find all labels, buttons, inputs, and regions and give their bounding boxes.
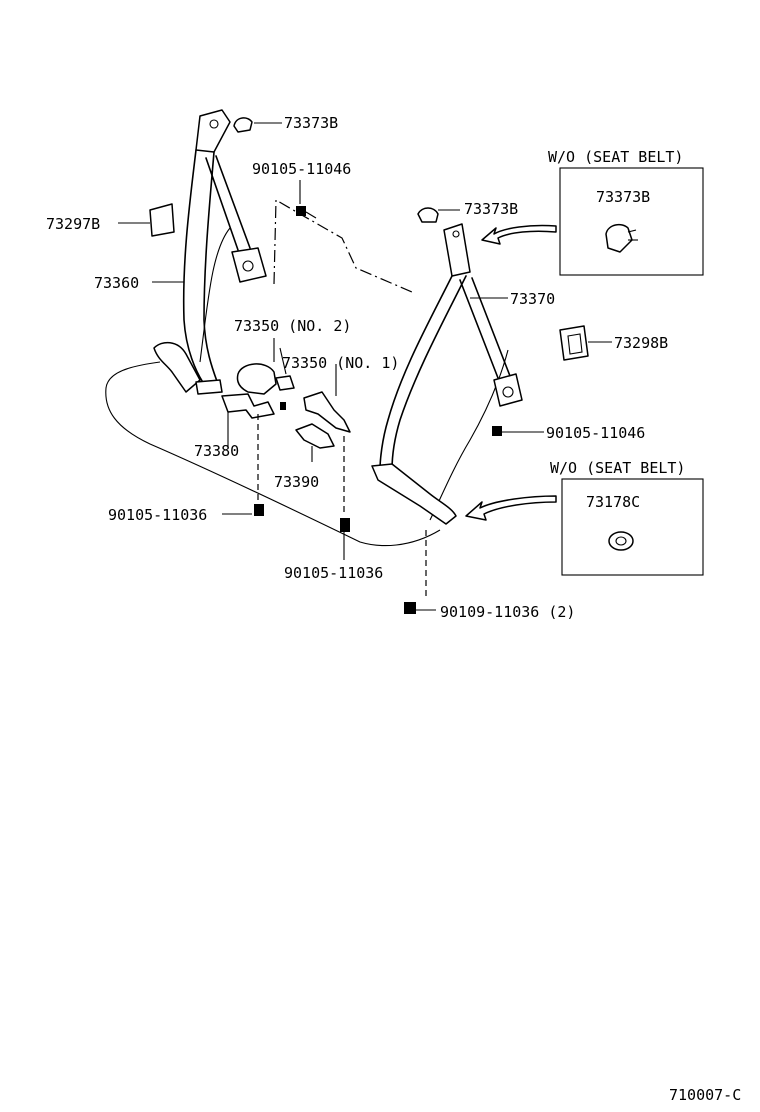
bolt-90109-11036	[404, 602, 436, 614]
label-90109-11036: 90109-11036 (2)	[440, 603, 575, 621]
buckle-73380	[221, 393, 286, 448]
buckle-73350-no2	[236, 338, 295, 395]
label-73380: 73380	[194, 442, 239, 460]
box2-title: W/O (SEAT BELT)	[550, 459, 685, 477]
box2-part: 73178C	[586, 493, 640, 511]
seat-belt-73370	[371, 223, 523, 525]
cover-73297b	[149, 203, 175, 237]
footer-code: 710007-C	[669, 1086, 741, 1104]
clip-73373b-top	[233, 117, 253, 133]
bolt-90105-11036-bottom	[340, 518, 350, 560]
buckle-73390	[295, 423, 335, 462]
label-73370: 73370	[510, 290, 555, 308]
label-73350-no2: 73350 (NO. 2)	[234, 317, 351, 335]
label-90105-11046-top: 90105-11046	[252, 160, 351, 178]
box1-title: W/O (SEAT BELT)	[548, 148, 683, 166]
label-90105-11046-right: 90105-11046	[546, 424, 645, 442]
label-73373b-mid: 73373B	[464, 200, 518, 218]
bolt-90105-11036-left	[222, 504, 264, 516]
cover-73298b	[559, 325, 589, 361]
clip-73373b-mid	[417, 207, 439, 223]
arrow-box2	[465, 495, 557, 521]
label-73298b: 73298B	[614, 334, 668, 352]
box-wo-seat-belt-2	[561, 478, 704, 576]
seat-cushion-outline	[105, 361, 441, 547]
cap-73178c	[608, 531, 634, 551]
clip-73373b-boxed	[605, 223, 633, 253]
leader-line-dashdot	[273, 198, 413, 293]
label-73373b-top: 73373B	[284, 114, 338, 132]
box-wo-seat-belt-1	[559, 167, 704, 276]
bolt-90105-11046-right	[492, 426, 544, 436]
label-73350-no1: 73350 (NO. 1)	[282, 354, 399, 372]
label-73390: 73390	[274, 473, 319, 491]
seat-back-outline	[199, 227, 509, 521]
label-90105-11036-bottom: 90105-11036	[284, 564, 383, 582]
seat-belt-73360	[153, 109, 267, 395]
label-73297b: 73297B	[46, 215, 100, 233]
buckle-73350-no1	[303, 364, 351, 433]
arrow-box1	[481, 224, 557, 245]
label-90105-11036-left: 90105-11036	[108, 506, 207, 524]
label-73360: 73360	[94, 274, 139, 292]
box1-part: 73373B	[596, 188, 650, 206]
bolt-90105-11046-top	[296, 180, 317, 219]
